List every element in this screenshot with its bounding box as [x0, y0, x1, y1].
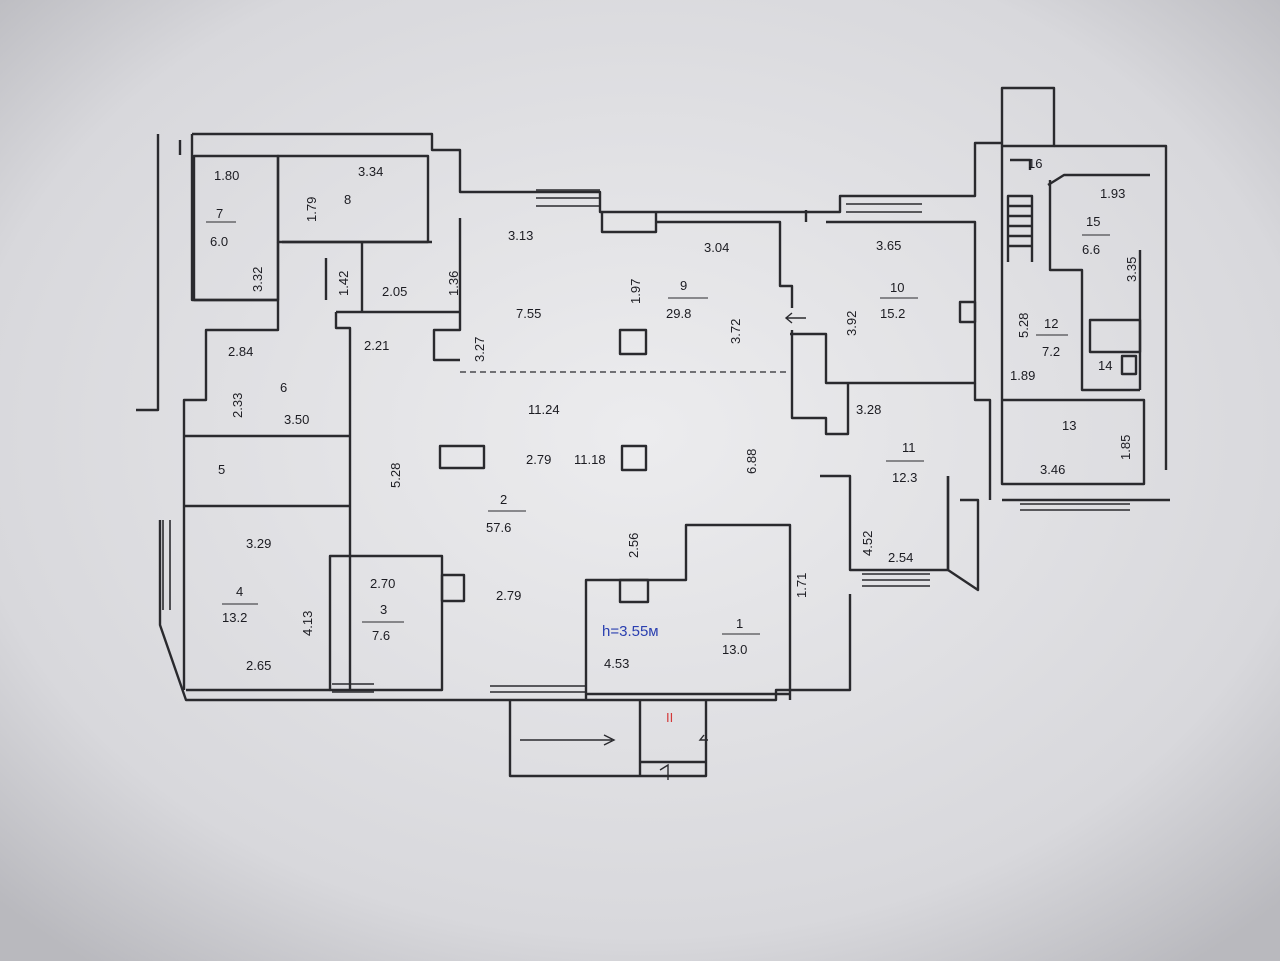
room-area: 29.8 [666, 306, 691, 321]
room-number: 9 [680, 278, 687, 293]
room-number: 1 [736, 616, 743, 631]
dim-label: 3.13 [508, 228, 533, 243]
dim-label: 2.79 [526, 452, 551, 467]
dim-label: 1.93 [1100, 186, 1125, 201]
room-number: 12 [1044, 316, 1058, 331]
dim-label: 6.88 [744, 449, 759, 474]
room-number: 3 [380, 602, 387, 617]
dim-label: 1.71 [794, 573, 809, 598]
room-area: 15.2 [880, 306, 905, 321]
room-number: 2 [500, 492, 507, 507]
dim-label: 3.65 [876, 238, 901, 253]
dim-label: 3.04 [704, 240, 729, 255]
dim-label: 11.18 [574, 452, 606, 467]
room-number: 4 [236, 584, 243, 599]
dim-label: 7.55 [516, 306, 541, 321]
room-area: 13.2 [222, 610, 247, 625]
room-number: 5 [218, 462, 225, 477]
dim-label: 2.79 [496, 588, 521, 603]
room-area: 6.0 [210, 234, 228, 249]
dim-label: 3.27 [472, 337, 487, 362]
dim-label: 2.56 [626, 533, 641, 558]
walls [136, 86, 1170, 778]
room-area: 12.3 [892, 470, 917, 485]
room-area: 7.6 [372, 628, 390, 643]
room-area: 57.6 [486, 520, 511, 535]
windows [162, 189, 1130, 693]
dim-label: 3.29 [246, 536, 271, 551]
dim-label: 1.79 [304, 197, 319, 222]
dim-label: 3.92 [844, 311, 859, 336]
dim-label: 3.34 [358, 164, 383, 179]
dim-label: 3.35 [1124, 257, 1139, 282]
dim-label: 3.72 [728, 319, 743, 344]
dim-label: 4.53 [604, 656, 629, 671]
dim-label: 1.36 [446, 271, 461, 296]
room-area: 7.2 [1042, 344, 1060, 359]
room-number: 13 [1062, 418, 1076, 433]
dim-label: 5.28 [1016, 313, 1031, 338]
room-number: 11 [902, 440, 916, 455]
dim-label: 2.21 [364, 338, 389, 353]
area-fraction-bars [206, 221, 1110, 635]
dim-label: 3.50 [284, 412, 309, 427]
dim-label: 2.54 [888, 550, 913, 565]
dim-label: 4.52 [860, 531, 875, 556]
room-number: 10 [890, 280, 904, 295]
dim-label: 2.70 [370, 576, 395, 591]
entrance-arrows [520, 312, 806, 780]
room-number: 15 [1086, 214, 1100, 229]
dim-label: 3.28 [856, 402, 881, 417]
dim-label: 1.80 [214, 168, 239, 183]
room-number: 8 [344, 192, 351, 207]
dim-label: 1.42 [336, 271, 351, 296]
dim-label: 3.46 [1040, 462, 1065, 477]
dim-label: 2.05 [382, 284, 407, 299]
ceiling-height-label: h=3.55м [602, 623, 659, 640]
dim-label: 5.28 [388, 463, 403, 488]
room-area: 13.0 [722, 642, 747, 657]
dim-label: 4.13 [300, 611, 315, 636]
room-number: 14 [1098, 358, 1112, 373]
dim-label: 1.89 [1010, 368, 1035, 383]
dim-label: 2.33 [230, 393, 245, 418]
room-number: 7 [216, 206, 223, 221]
dim-label: 11.24 [528, 402, 560, 417]
dim-label: 1.97 [628, 279, 643, 304]
dim-label: 2.65 [246, 658, 271, 673]
room-area: 6.6 [1082, 242, 1100, 257]
entrance-mark: II [666, 710, 673, 725]
stair-number: 16 [1028, 156, 1042, 171]
dim-label: 3.32 [250, 267, 265, 292]
dim-label: 1.85 [1118, 435, 1133, 460]
dim-label: 2.84 [228, 344, 253, 359]
room-number: 6 [280, 380, 287, 395]
